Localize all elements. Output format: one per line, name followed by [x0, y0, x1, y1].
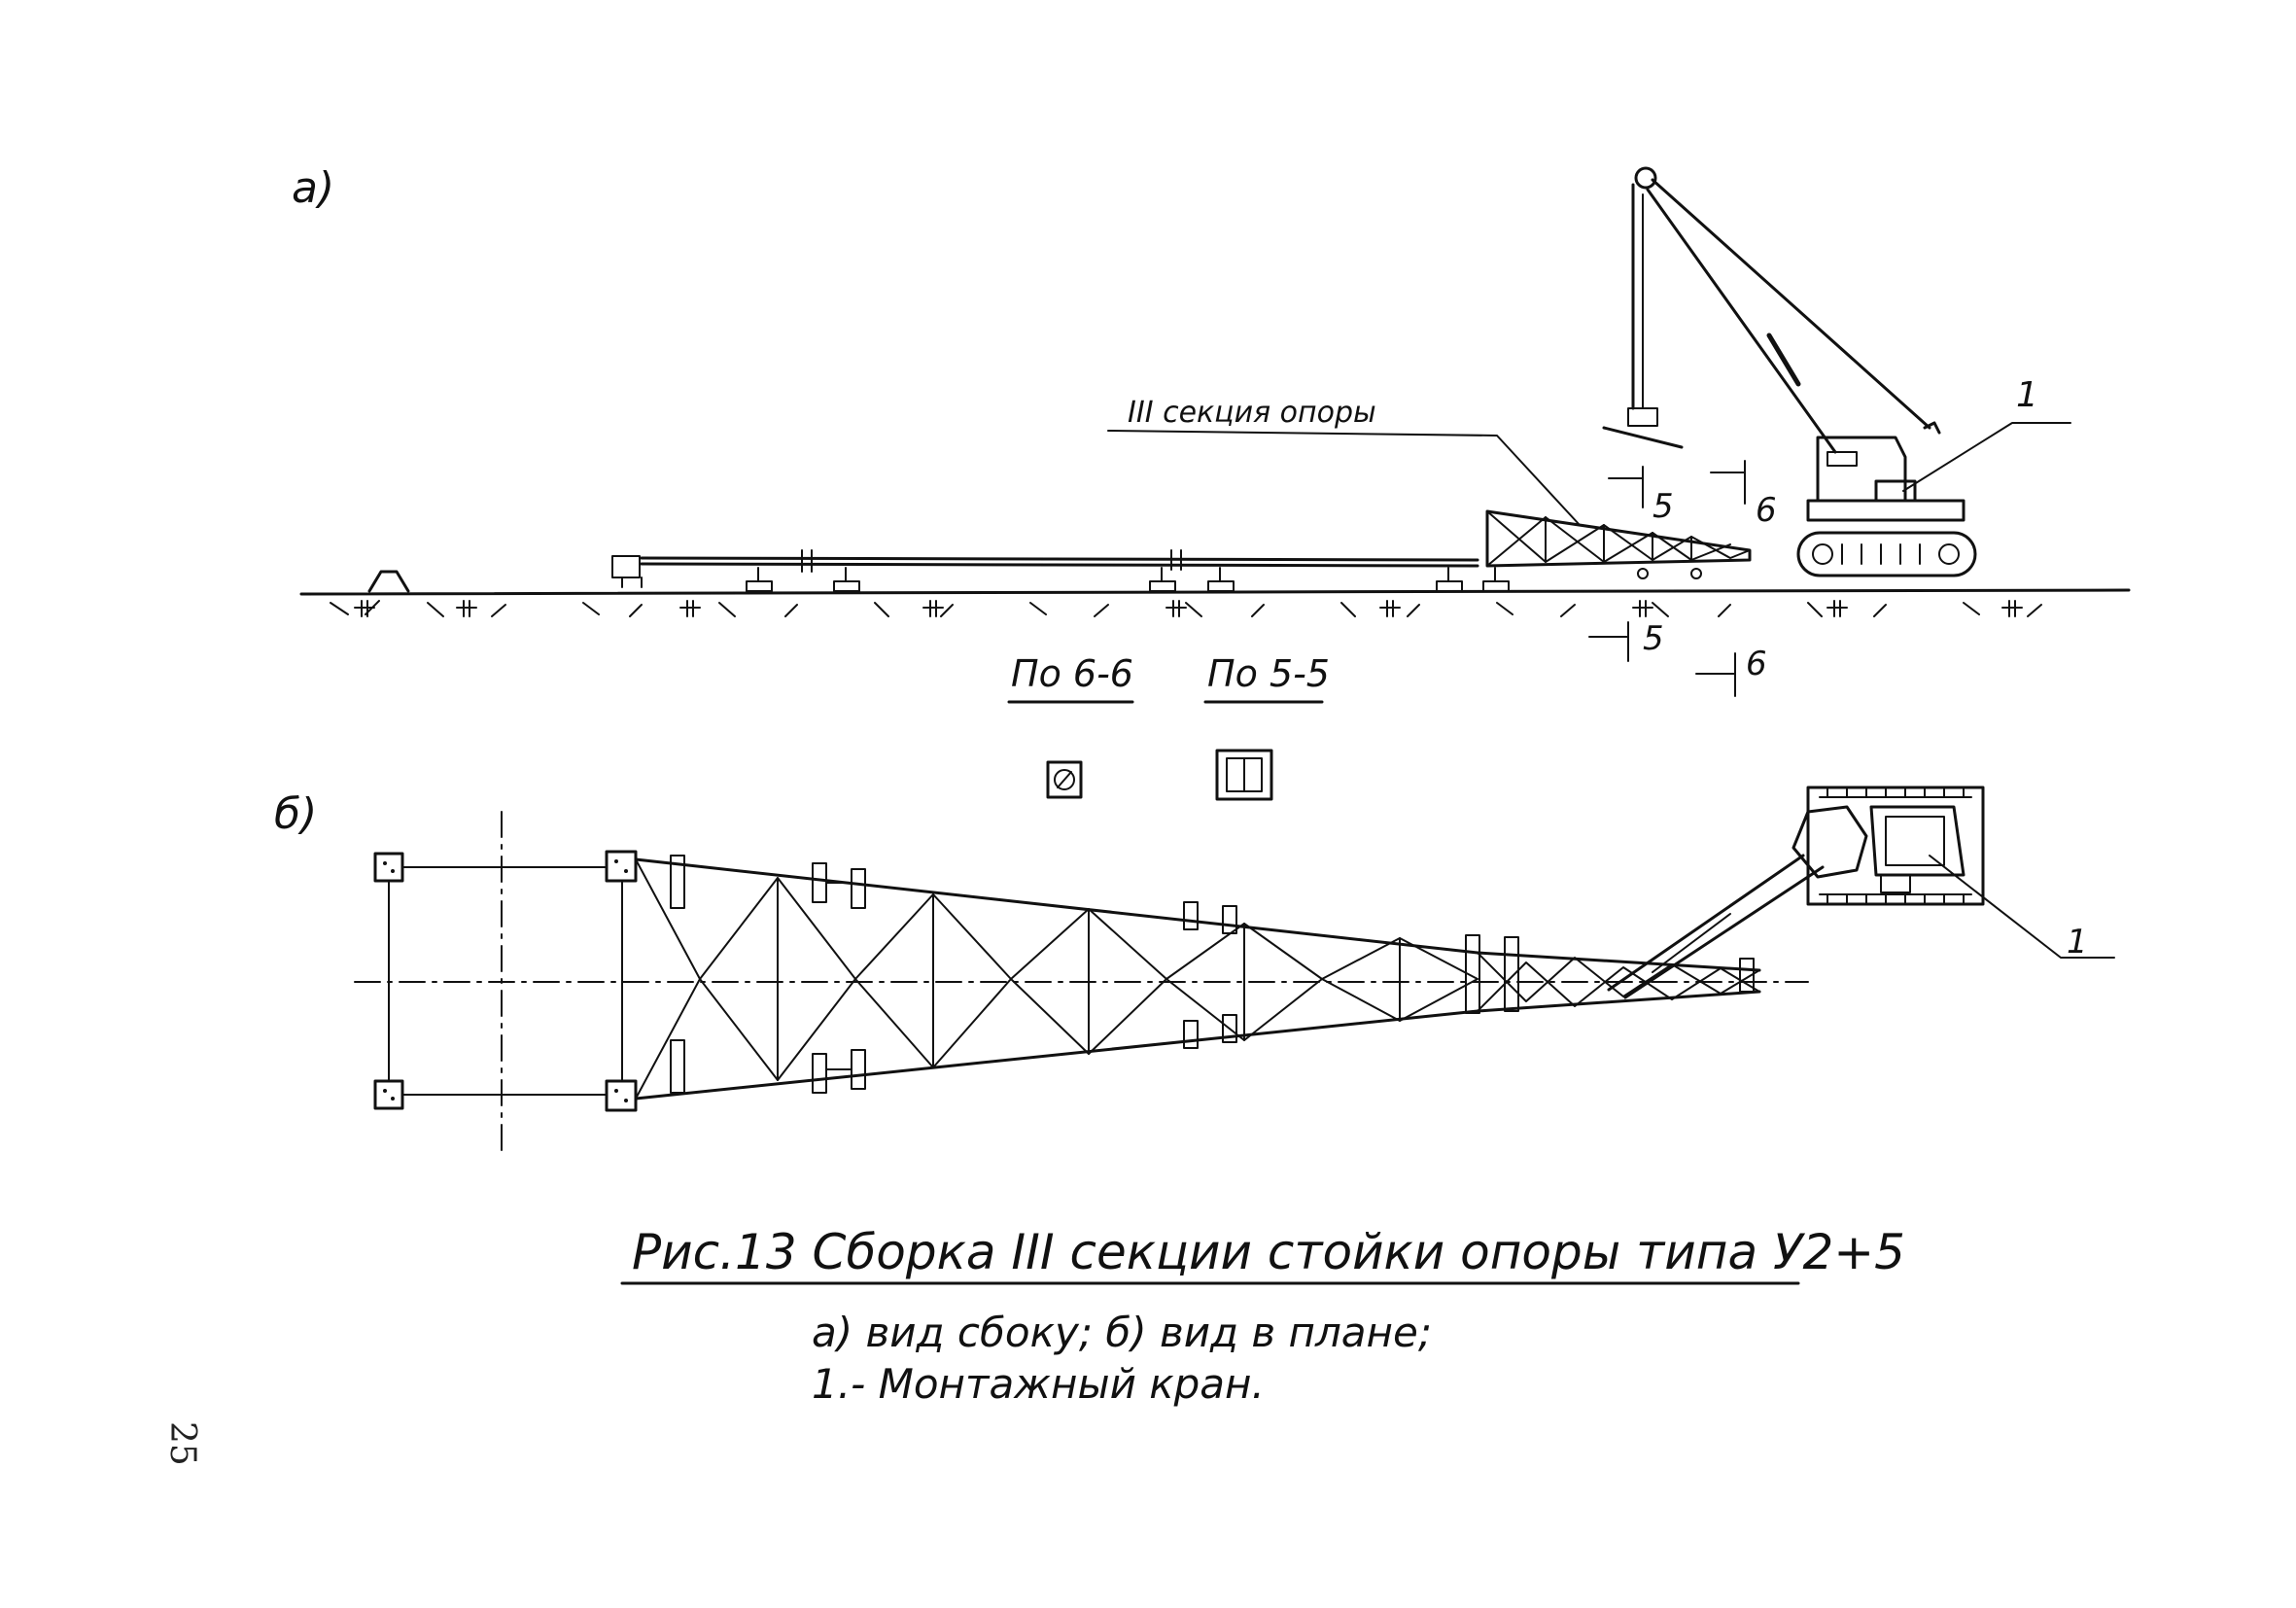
view-5-5-label: По 5-5: [1207, 652, 1330, 695]
joint-plates-plan: [670, 855, 1755, 1094]
view-b-label: б): [274, 789, 317, 839]
crane-callout-number-bottom: 1: [2067, 923, 2088, 961]
mast-supports: [746, 567, 1510, 592]
section-6-6-symbol: [1046, 760, 1083, 799]
figure-caption-title: Рис.13 Сборка III секции стойки опоры ти…: [632, 1224, 1905, 1280]
crane-callout-leader-bottom: [1929, 855, 2115, 959]
section-5-5-symbol: [1215, 749, 1273, 801]
cut-5-bottom-label: 5: [1643, 619, 1664, 658]
cut-marker-5-bottom: [1588, 621, 1629, 662]
cut-5-top-label: 5: [1652, 487, 1674, 526]
section-III-leader: [1107, 430, 1581, 526]
crawler-crane-plan: [1607, 786, 1985, 999]
cut-marker-5-top: [1608, 466, 1644, 508]
page-number: 25: [162, 1421, 202, 1466]
cut-6-bottom-label: 6: [1746, 645, 1767, 683]
figure-caption-line2: 1.- Монтажный кран.: [812, 1360, 1265, 1408]
crawler-crane-side: [1602, 166, 1977, 577]
cut-marker-6-bottom: [1695, 652, 1736, 697]
figure-caption-line1: а) вид сбоку; б) вид в плане;: [812, 1309, 1432, 1356]
cut-6-top-label: 6: [1756, 491, 1777, 530]
crane-callout-leader-top: [1902, 422, 2071, 492]
view-a-label: а): [292, 163, 334, 213]
ground-line: [299, 588, 2131, 617]
cut-marker-6-top: [1710, 460, 1746, 505]
ground-support-block: [367, 570, 410, 593]
view-6-6-label: По 6-6: [1011, 652, 1133, 695]
section-III-callout: III секция опоры: [1128, 396, 1376, 430]
assembled-mast-side: [611, 549, 1479, 588]
crane-callout-number-top: 1: [2016, 375, 2038, 415]
section-III-truss-side: [1485, 509, 1752, 579]
mast-truss-plan: [634, 857, 1761, 1101]
